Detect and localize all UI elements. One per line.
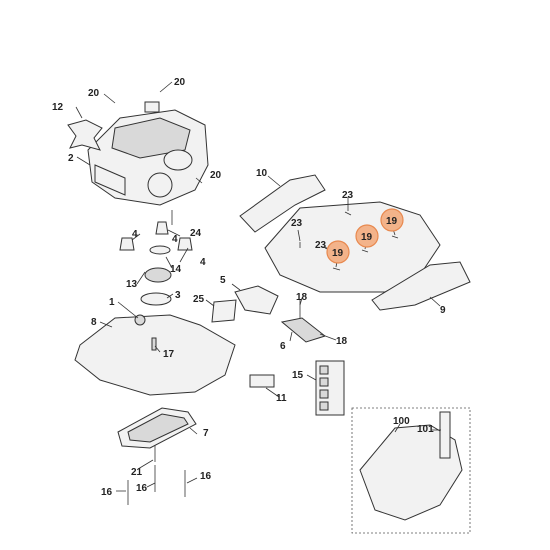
callout-1: 1	[109, 297, 115, 308]
highlight-marker	[380, 208, 404, 232]
callout-100: 100	[393, 416, 410, 427]
name-label-part	[249, 374, 275, 388]
callout-5: 5	[220, 275, 226, 286]
callout-6: 6	[280, 341, 286, 352]
callout-10: 10	[256, 168, 268, 179]
callout-4-b: 4	[172, 234, 178, 245]
callout-11: 11	[276, 393, 287, 404]
engine-part	[87, 101, 209, 206]
callout-19-a: 19	[386, 216, 398, 227]
highlight-marker	[326, 240, 350, 264]
engine-cover-part	[74, 314, 236, 396]
cloth-part	[67, 119, 103, 151]
callout-12: 12	[52, 102, 64, 113]
callout-23-b: 23	[291, 218, 303, 229]
callout-16-b: 16	[136, 483, 148, 494]
highlight-marker	[355, 224, 379, 248]
callout-7: 7	[203, 428, 209, 439]
callout-3: 3	[175, 290, 181, 301]
callout-101: 101	[417, 424, 434, 435]
bushing-part	[144, 267, 172, 283]
callout-13: 13	[126, 279, 138, 290]
callout-17: 17	[163, 349, 175, 360]
callout-16-c: 16	[200, 471, 212, 482]
inset-frame	[351, 407, 471, 534]
callout-4-c: 4	[200, 257, 206, 268]
callout-20-a: 20	[88, 88, 100, 99]
spacer-part	[119, 237, 135, 251]
callout-20-b: 20	[174, 77, 186, 88]
callout-23-c: 23	[315, 240, 327, 251]
callout-15: 15	[292, 370, 304, 381]
callout-19-b: 19	[361, 232, 373, 243]
callout-16-a: 16	[101, 487, 113, 498]
cover-insert-part	[234, 285, 279, 315]
callout-8: 8	[91, 317, 97, 328]
trim-part	[371, 261, 471, 311]
callout-20-c: 20	[210, 170, 222, 181]
inset-label-part	[439, 411, 451, 459]
callout-21: 21	[131, 467, 143, 478]
callout-23-a: 23	[342, 190, 354, 201]
inset-housing-part	[359, 424, 463, 521]
callout-14: 14	[170, 264, 182, 275]
callout-25: 25	[193, 294, 205, 305]
callout-4-a: 4	[132, 229, 138, 240]
spacer-part	[155, 221, 169, 235]
oring-part	[140, 292, 172, 306]
callout-2: 2	[68, 153, 74, 164]
washer-part	[149, 245, 171, 255]
seal-part	[211, 299, 237, 323]
callout-18-a: 18	[296, 292, 308, 303]
callout-18-b: 18	[336, 336, 348, 347]
handle-part	[280, 317, 327, 343]
callout-9: 9	[440, 305, 446, 316]
handle-bar-part	[239, 174, 326, 233]
callout-24: 24	[190, 228, 202, 239]
spacer-part	[177, 237, 193, 251]
callout-19-c: 19	[332, 248, 344, 259]
